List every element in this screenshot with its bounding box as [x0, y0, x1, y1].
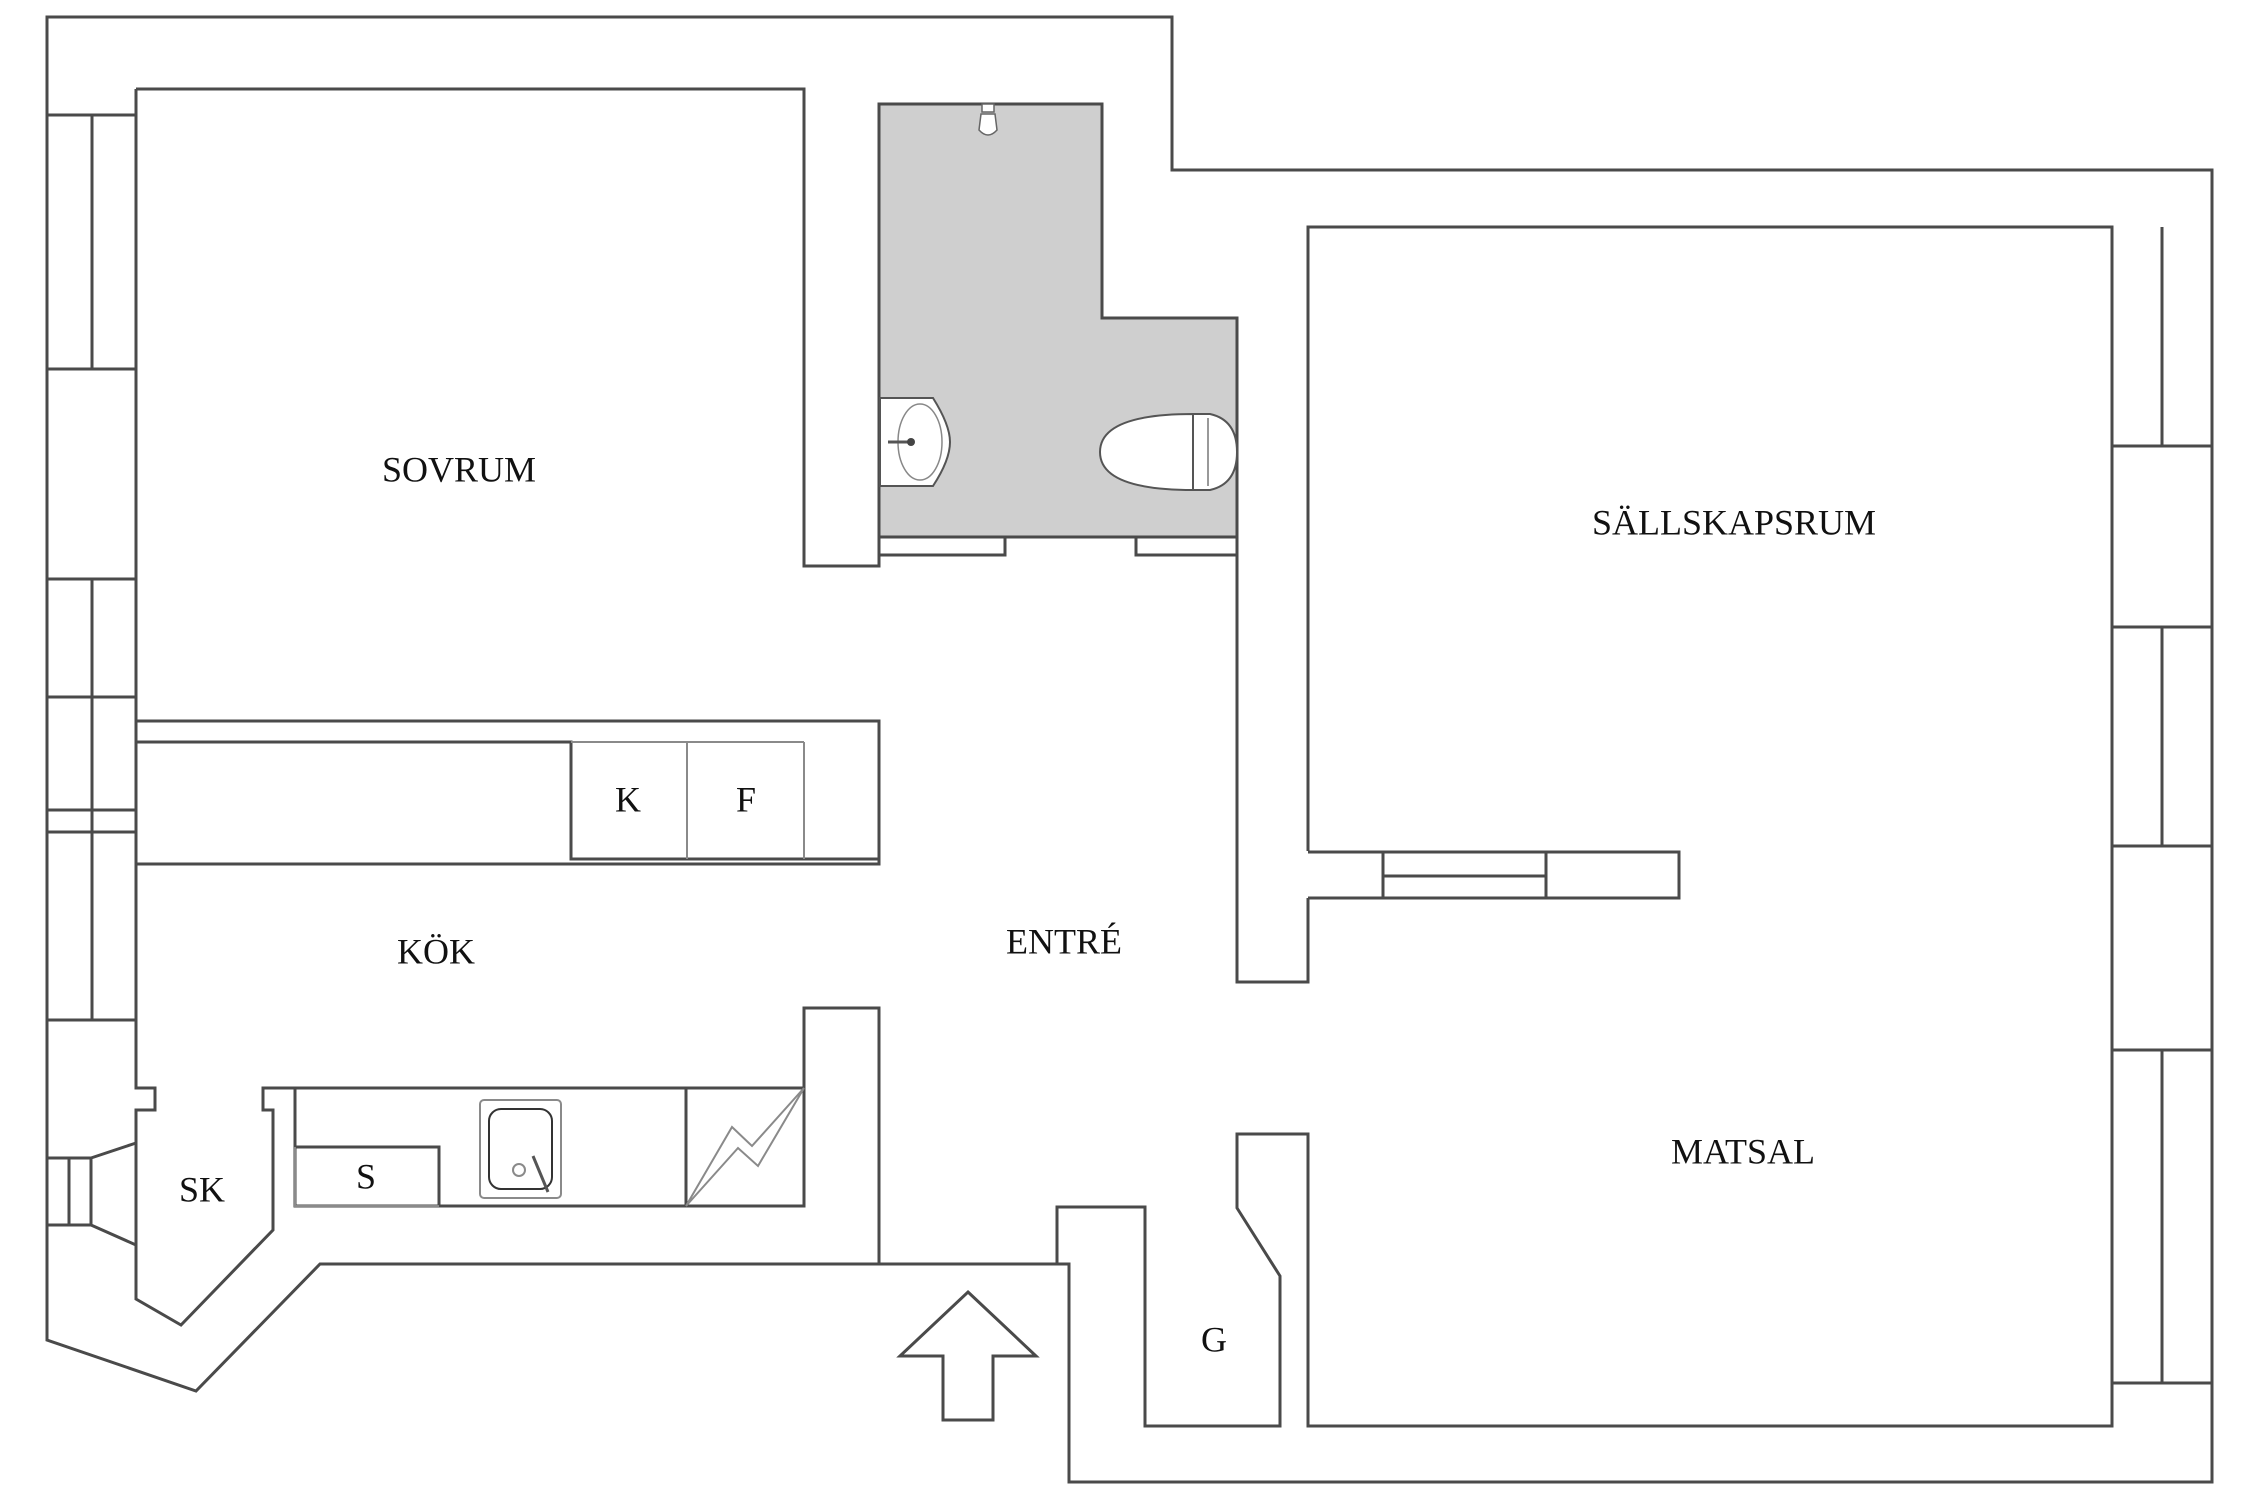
hall-wall: [1235, 537, 1310, 984]
washbasin-icon: [879, 397, 952, 487]
stove-icon: [685, 1087, 805, 1207]
room-label-matsal: MATSAL: [1671, 1131, 1815, 1171]
fixture-label-wardrobe: G: [1201, 1319, 1227, 1359]
fixture-label-freezer: F: [736, 779, 756, 819]
bathroom-door-stubs: [877, 537, 1237, 557]
room-label-sallskapsrum: SÄLLSKAPSRUM: [1592, 502, 1876, 542]
fixture-label-refrigerator: K: [615, 779, 641, 819]
fixture-label-closet: SK: [179, 1169, 225, 1209]
room-label-sovrum: SOVRUM: [382, 449, 536, 489]
fridge-freezer-unit: [136, 719, 881, 861]
room-label-entre: ENTRÉ: [1006, 921, 1122, 961]
room-label-kok: KÖK: [397, 931, 475, 971]
fixture-label-dishwasher: S: [356, 1156, 376, 1196]
living-room-walls: [1055, 225, 2114, 1428]
room-partition: [1308, 850, 1681, 900]
entrance-arrow-icon: [896, 1289, 1040, 1422]
kitchen-walls: [134, 740, 881, 1327]
left-windows: [47, 113, 137, 1247]
kitchen-sink-icon: [479, 1099, 562, 1199]
right-windows: [2112, 227, 2212, 1385]
outer-wall: [45, 15, 2214, 1484]
kitchen-counter: [293, 1088, 806, 1208]
shower-head-icon: [978, 103, 998, 136]
toilet-icon: [1098, 412, 1239, 492]
